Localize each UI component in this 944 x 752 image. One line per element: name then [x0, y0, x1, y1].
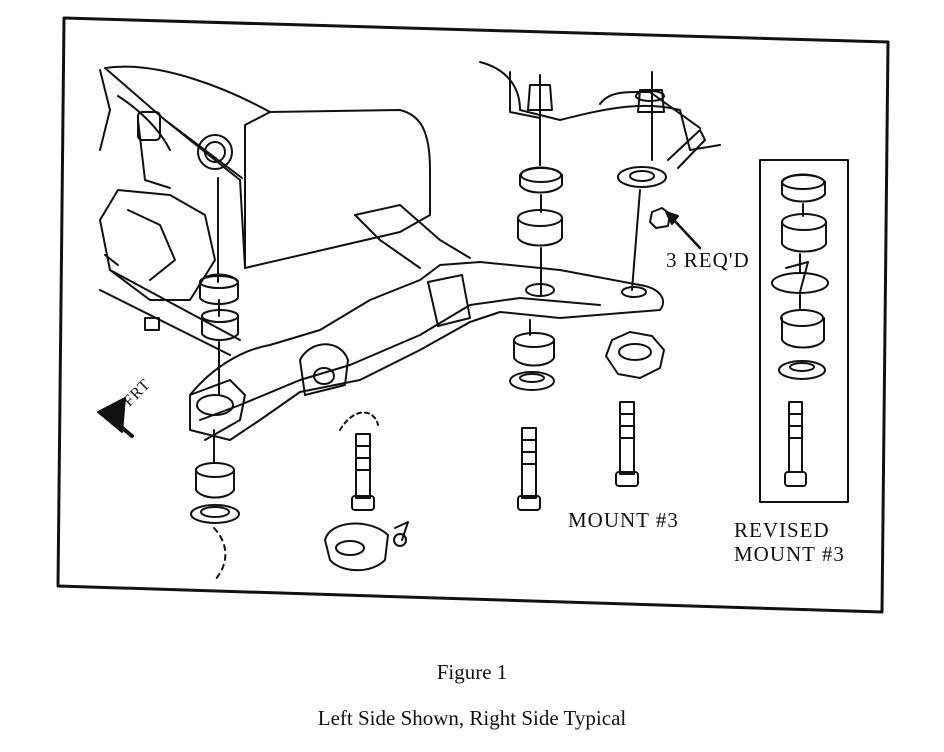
mount-3-label: MOUNT #3	[568, 508, 679, 532]
left-mount-stack	[190, 177, 240, 581]
mount-3-stack	[509, 74, 563, 511]
center-bolt-and-retainer	[324, 411, 409, 572]
vehicle-body-structure	[99, 61, 721, 356]
revised-mount-box	[759, 159, 849, 503]
revised-mount-inset	[759, 159, 849, 503]
revised-mount-label-line1: REVISED	[734, 518, 830, 542]
front-arrow-icon	[97, 397, 134, 438]
figure-caption: Figure 1	[436, 660, 508, 684]
required-quantity-label: 3 REQ'D	[666, 248, 750, 272]
mount-3-right-stack	[605, 71, 702, 487]
figure-border	[56, 16, 890, 614]
figure-subtitle: Left Side Shown, Right Side Typical	[317, 706, 627, 730]
frame-cradle	[189, 204, 665, 441]
revised-mount-label-line2: MOUNT #3	[734, 542, 845, 566]
